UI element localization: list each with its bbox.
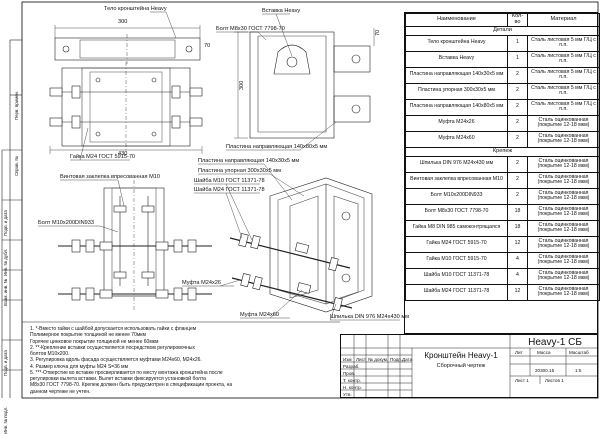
stamp-col: Лист (356, 357, 366, 362)
note-line: болтов М10х200. (30, 351, 70, 357)
spec-col-material: Материал (527, 13, 600, 27)
note-line: М8х30 ГОСТ 7798-70. Крепеж должен быть п… (30, 382, 233, 389)
spec-col-qty: Кол-во (507, 13, 528, 27)
callout-stud: Шпилька DIN 976 М24х430 мм (330, 314, 410, 320)
stamp-row: Пров. (343, 371, 356, 376)
callout-coupling-26: Муфта М24х26 (182, 280, 222, 286)
margin-label-inv-dup: Инв. № дубл. (3, 248, 8, 276)
technical-notes: 1. *-Вместо гайки с шайбой допускается и… (30, 326, 330, 395)
callout-nut-top: Гайка М24 ГОСТ 5915-70 (70, 154, 136, 160)
note-line: Горячее цинковое покрытие толщиной не ме… (30, 338, 159, 345)
note-line: 3. Регулировка вдоль фасада осуществляет… (30, 357, 202, 364)
note-line: данном чертеже не учтен. (30, 388, 91, 395)
stamp-col: Подп. (390, 357, 403, 362)
note-line: Полимерное покрытие толщиной не менее 70… (30, 332, 146, 339)
margin-label-sign-date-1: Подп. и дата (3, 210, 8, 236)
margin-label-inv-orig: Инв. № подл. (3, 406, 8, 434)
drawing-linework (1, 1, 599, 399)
specification-table: Наименование Кол-во Материал Детали Тело… (404, 12, 600, 334)
scale-value: 1:5 (575, 368, 582, 373)
note-line: регулировки вылета вставки. Вылет вставк… (30, 376, 206, 382)
callout-washer-m10: Шайба М10 ГОСТ 11371-78 (194, 178, 265, 184)
callout-screw-cap: Винтовая заклепка впресованная М10 (60, 174, 160, 180)
lit-label: Лит (515, 350, 523, 355)
title-block: Heavy-1 СБ Кронштейн Heavy-1 Сборочный ч… (340, 334, 598, 398)
spec-header-row: Наименование Кол-во Материал (405, 13, 600, 27)
callout-plate-iso1: Пластина направляющая 140х30х5 мм (198, 158, 300, 164)
dim-top-width: 300 (118, 19, 128, 25)
drawing-designation: Heavy-1 СБ (528, 336, 582, 348)
callout-bolt-din: Болт М10х200DIN933 (38, 220, 95, 226)
note-line: 5. ***-Отверстие во вставке просверливае… (30, 369, 223, 376)
note-line: 1. *-Вместо гайки с шайбой допускается и… (30, 326, 197, 332)
stamp-col: Дата (402, 357, 413, 362)
spec-col-name: Наименование (405, 13, 508, 27)
callout-bolt-top: Болт М8х30 ГОСТ 7798-70 (216, 26, 285, 32)
dim-top-height: 70 (204, 43, 211, 49)
stamp-row: Н. контр. (343, 385, 362, 390)
note-line: 2. **-Крепление вставки осуществляется п… (30, 344, 196, 351)
callout-washer-m24: Шайба М24 ГОСТ 11371-78 (194, 187, 265, 193)
spec-section-fasteners: Крепеж (405, 146, 600, 157)
margin-label-first-use: Перв. примен. (14, 90, 19, 120)
stamp-row: Разраб. (343, 364, 360, 369)
callout-plate-iso2: Пластина упорная 300х30х5 мм (198, 168, 281, 174)
callout-plate-side: Пластина направляющая 140х80х5 мм (226, 144, 328, 150)
dim-front-height: 300 (239, 80, 245, 90)
sheets-label: Листов 1 (545, 378, 564, 383)
mass-value: 20300.15 (535, 368, 555, 373)
scale-label: Масштаб (569, 350, 589, 355)
callout-body: Тело кронштейна Heavy (104, 6, 167, 12)
stamp-col: № докум. (368, 357, 389, 362)
margin-label-replace-inv: Взам. инв. № (3, 278, 8, 306)
note-line: 4. Размер ключа для муфты М24 S=36 мм (30, 363, 129, 370)
stamp-col: Изм (343, 357, 352, 362)
margin-label-ref: Справ. № (14, 156, 19, 176)
stamp-row: Утв. (343, 392, 352, 397)
margin-strip: Перв. примен. Справ. № Подп. и дата Инв.… (0, 40, 22, 434)
sheet-label: Лист 1 (515, 378, 529, 383)
spec-section-parts: Детали (405, 25, 600, 36)
drawing-title: Кронштейн Heavy-1 (424, 351, 498, 360)
dim-front-width: 430 (118, 151, 128, 157)
margin-label-sign-date-2: Подп. и дата (3, 350, 8, 376)
callout-insert: Вставка Heavy (262, 8, 301, 14)
callout-coupling-60: Муфта М24х60 (240, 312, 280, 318)
drawing-subtitle: Сборочный чертеж (436, 363, 486, 369)
mass-label: Масса (537, 350, 551, 355)
dim-side-70: 70 (375, 29, 381, 36)
stamp-row: Т. контр. (343, 378, 361, 383)
